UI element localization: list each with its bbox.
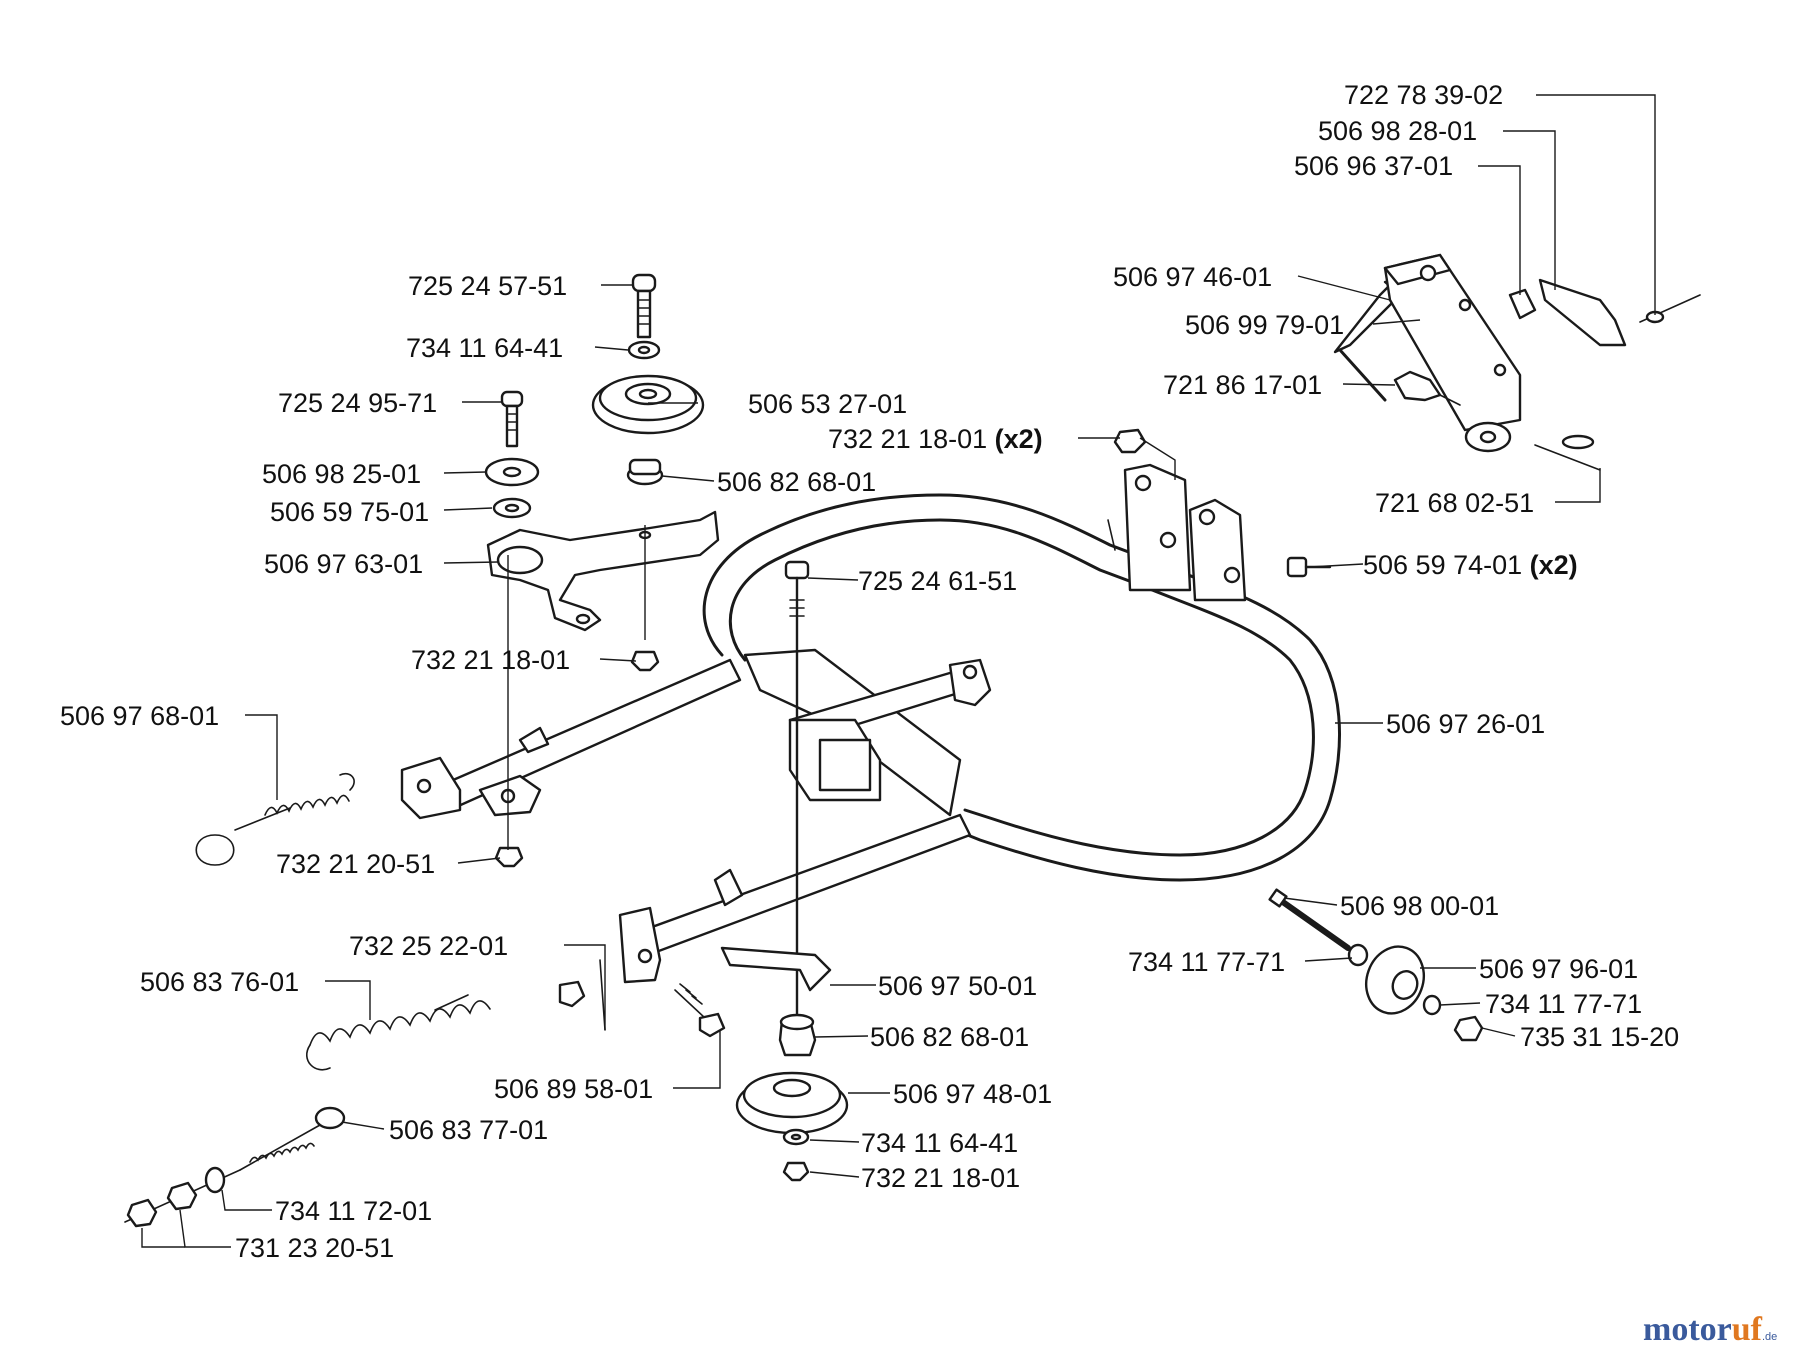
label-732-21-18-01-x2: 732 21 18-01 (x2) xyxy=(828,424,1043,454)
label-506-82-68-01-top: 506 82 68-01 xyxy=(717,467,876,497)
right-cross-arm xyxy=(788,658,992,802)
bolt-lower xyxy=(558,959,726,1038)
bolt-pivot-right xyxy=(1286,556,1332,578)
label-506-96-37-01: 506 96 37-01 xyxy=(1294,151,1453,181)
label-506-97-50-01: 506 97 50-01 xyxy=(878,971,1037,1001)
label-506-97-96-01: 506 97 96-01 xyxy=(1479,954,1638,984)
wheel-assembly xyxy=(1268,888,1484,1042)
label-734-11-77-71-left: 734 11 77-71 xyxy=(1128,947,1285,977)
label-734-11-64-41-top: 734 11 64-41 xyxy=(406,333,563,363)
label-506-97-68-01: 506 97 68-01 xyxy=(60,701,219,731)
label-732-21-18-01-mid: 732 21 18-01 xyxy=(411,645,570,675)
label-506-59-74-01-x2: 506 59 74-01 (x2) xyxy=(1363,550,1578,580)
label-506-53-27-01: 506 53 27-01 xyxy=(748,389,907,419)
label-506-97-48-01: 506 97 48-01 xyxy=(893,1079,1052,1109)
label-734-11-64-41-bottom: 734 11 64-41 xyxy=(861,1128,1018,1158)
idler-arm-bracket xyxy=(486,510,720,632)
label-721-68-02-51: 721 68 02-51 xyxy=(1375,488,1534,518)
label-732-21-20-51: 732 21 20-51 xyxy=(276,849,435,879)
callout-labels: 722 78 39-02 506 98 28-01 506 96 37-01 5… xyxy=(60,80,1679,1263)
label-725-24-57-51: 725 24 57-51 xyxy=(408,271,567,301)
seat-adjuster-group xyxy=(1333,253,1701,471)
label-732-21-18-01-bottom: 732 21 18-01 xyxy=(861,1163,1020,1193)
label-725-24-95-71: 725 24 95-71 xyxy=(278,388,437,418)
leader-lines xyxy=(141,94,1656,1248)
label-506-97-26-01: 506 97 26-01 xyxy=(1386,709,1545,739)
label-506-99-79-01: 506 99 79-01 xyxy=(1185,310,1344,340)
lower-rail xyxy=(618,813,972,984)
label-735-31-15-20: 735 31 15-20 xyxy=(1520,1022,1679,1052)
label-506-82-68-01-bottom: 506 82 68-01 xyxy=(870,1022,1029,1052)
lower-idler-stack xyxy=(720,946,849,1182)
main-frame-tube xyxy=(702,493,1341,882)
label-506-89-58-01: 506 89 58-01 xyxy=(494,1074,653,1104)
label-506-83-77-01: 506 83 77-01 xyxy=(389,1115,548,1145)
label-506-97-63-01: 506 97 63-01 xyxy=(264,549,423,579)
label-506-98-28-01: 506 98 28-01 xyxy=(1318,116,1477,146)
label-506-97-46-01: 506 97 46-01 xyxy=(1113,262,1272,292)
upper-idler-hardware xyxy=(484,273,1147,868)
springs xyxy=(124,772,491,1228)
left-rail xyxy=(400,658,742,820)
frame-upright-brackets xyxy=(1107,463,1247,602)
label-506-83-76-01: 506 83 76-01 xyxy=(140,967,299,997)
label-731-23-20-51: 731 23 20-51 xyxy=(235,1233,394,1263)
label-734-11-72-01: 734 11 72-01 xyxy=(275,1196,432,1226)
long-bolt xyxy=(784,560,810,1022)
parts-illustration xyxy=(124,253,1701,1228)
label-506-98-25-01: 506 98 25-01 xyxy=(262,459,421,489)
label-506-59-75-01: 506 59 75-01 xyxy=(270,497,429,527)
label-734-11-77-71-right: 734 11 77-71 xyxy=(1485,989,1642,1019)
label-506-98-00-01: 506 98 00-01 xyxy=(1340,891,1499,921)
label-725-24-61-51: 725 24 61-51 xyxy=(858,566,1017,596)
label-722-78-39-02: 722 78 39-02 xyxy=(1344,80,1503,110)
label-721-86-17-01: 721 86 17-01 xyxy=(1163,370,1322,400)
label-732-25-22-01: 732 25 22-01 xyxy=(349,931,508,961)
watermark-logo: motoruf.de xyxy=(1643,1311,1777,1348)
